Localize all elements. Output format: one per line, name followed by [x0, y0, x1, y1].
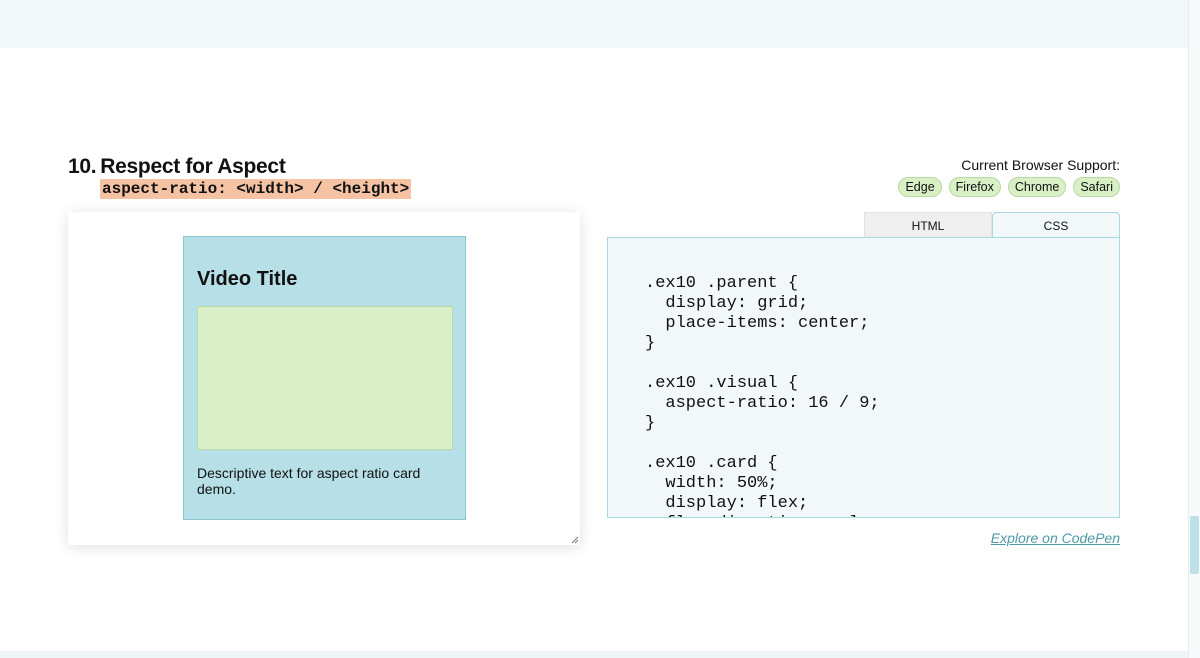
codepen-link[interactable]: Explore on CodePen [990, 530, 1120, 546]
top-banner [0, 0, 1188, 48]
demo-card: Video Title Descriptive text for aspect … [183, 236, 466, 520]
browser-support-label: Current Browser Support: [961, 157, 1120, 173]
aspect-visual [197, 306, 453, 450]
resize-handle-icon[interactable] [571, 536, 579, 544]
tab-css[interactable]: CSS [992, 212, 1120, 238]
browser-badges: Edge Firefox Chrome Safari [898, 177, 1120, 197]
demo-container: Video Title Descriptive text for aspect … [68, 212, 580, 545]
badge-safari: Safari [1073, 177, 1120, 197]
tab-html[interactable]: HTML [864, 212, 992, 238]
section-number: 10. [68, 155, 97, 178]
section-heading: 10.Respect for Aspect [68, 155, 286, 179]
card-title: Video Title [197, 268, 298, 290]
card-description: Descriptive text for aspect ratio card d… [197, 465, 421, 497]
bottom-banner [0, 651, 1188, 658]
badge-chrome: Chrome [1007, 177, 1067, 197]
scrollbar-thumb[interactable] [1190, 516, 1199, 574]
scrollbar[interactable] [1188, 0, 1200, 658]
css-code: .ex10 .parent { display: grid; place-ite… [645, 274, 900, 517]
section-title: Respect for Aspect [100, 155, 286, 178]
code-panel[interactable]: .ex10 .parent { display: grid; place-ite… [607, 237, 1120, 518]
syntax-code: aspect-ratio: <width> / <height> [100, 179, 412, 199]
badge-firefox: Firefox [948, 177, 1001, 197]
badge-edge: Edge [898, 177, 942, 197]
